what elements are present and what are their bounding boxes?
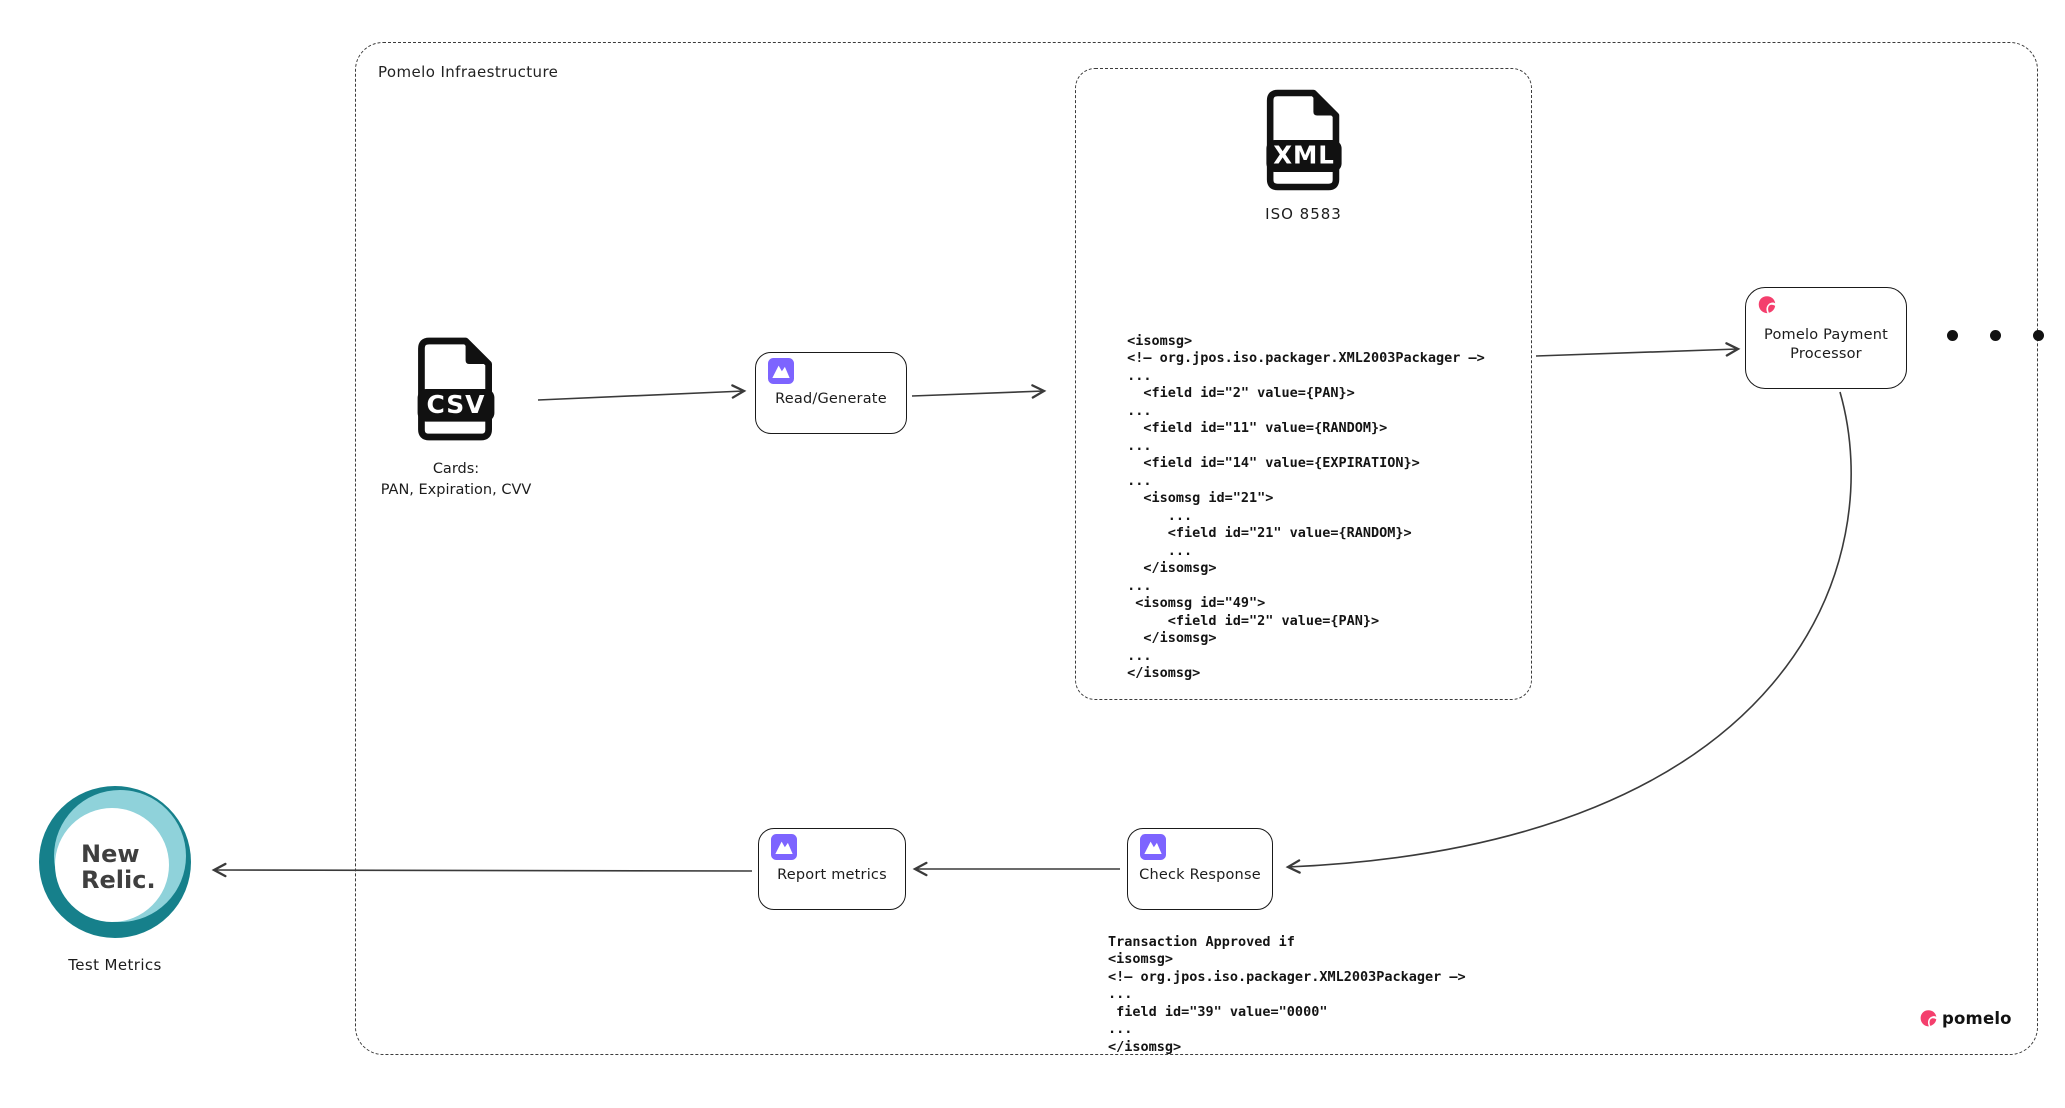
iso8583-panel: XML ISO 8583 <isomsg> <!— org.jpos.iso.p… <box>1075 68 1532 700</box>
csv-file-node: CSV Cards: PAN, Expiration, CVV <box>350 335 562 501</box>
read-generate-node: Read/Generate <box>755 352 907 434</box>
transaction-approved-note: Transaction Approved if <isomsg> <!— org… <box>1108 933 1466 1055</box>
processor-label-line1: Pomelo Payment <box>1764 327 1888 343</box>
csv-file-icon: CSV <box>417 337 495 441</box>
csv-caption: Cards: PAN, Expiration, CVV <box>350 459 562 501</box>
check-response-label: Check Response <box>1139 867 1261 883</box>
test-metrics-caption: Test Metrics <box>68 956 162 974</box>
pomelo-brand-footer: pomelo <box>1918 1008 2012 1029</box>
payment-processor-node: Pomelo Payment Processor <box>1745 287 1907 389</box>
read-generate-label: Read/Generate <box>775 391 887 407</box>
infrastructure-title: Pomelo Infraestructure <box>378 63 559 81</box>
new-relic-node: New Relic. Test Metrics <box>35 782 195 974</box>
csv-caption-line2: PAN, Expiration, CVV <box>380 482 532 498</box>
new-relic-logo: New Relic. <box>39 786 191 938</box>
pomelo-infrastructure-boundary: Pomelo Infraestructure <box>355 42 2038 1055</box>
continuation-dot <box>1947 330 1958 341</box>
pomelo-icon <box>1758 296 1776 314</box>
iso8583-code-snippet: <isomsg> <!— org.jpos.iso.packager.XML20… <box>1127 332 1485 682</box>
new-relic-wordmark-line1: New <box>81 840 140 868</box>
continuation-dot <box>1990 330 2001 341</box>
iso8583-caption: ISO 8583 <box>1265 205 1342 223</box>
csv-badge-label: CSV <box>427 390 486 419</box>
k6-icon <box>768 358 794 384</box>
pomelo-icon <box>1920 1010 1937 1027</box>
report-metrics-label: Report metrics <box>777 867 887 883</box>
k6-icon <box>771 834 797 860</box>
new-relic-wordmark-line2: Relic. <box>81 866 156 894</box>
continuation-dot <box>2033 330 2044 341</box>
check-response-node: Check Response <box>1127 828 1273 910</box>
xml-badge-label: XML <box>1273 141 1335 170</box>
k6-icon <box>1140 834 1166 860</box>
pomelo-wordmark: pomelo <box>1942 1009 2012 1028</box>
report-metrics-node: Report metrics <box>758 828 906 910</box>
xml-file-icon: XML <box>1265 89 1342 191</box>
csv-caption-line1: Cards: <box>432 461 480 477</box>
processor-label-line2: Processor <box>1790 346 1862 362</box>
